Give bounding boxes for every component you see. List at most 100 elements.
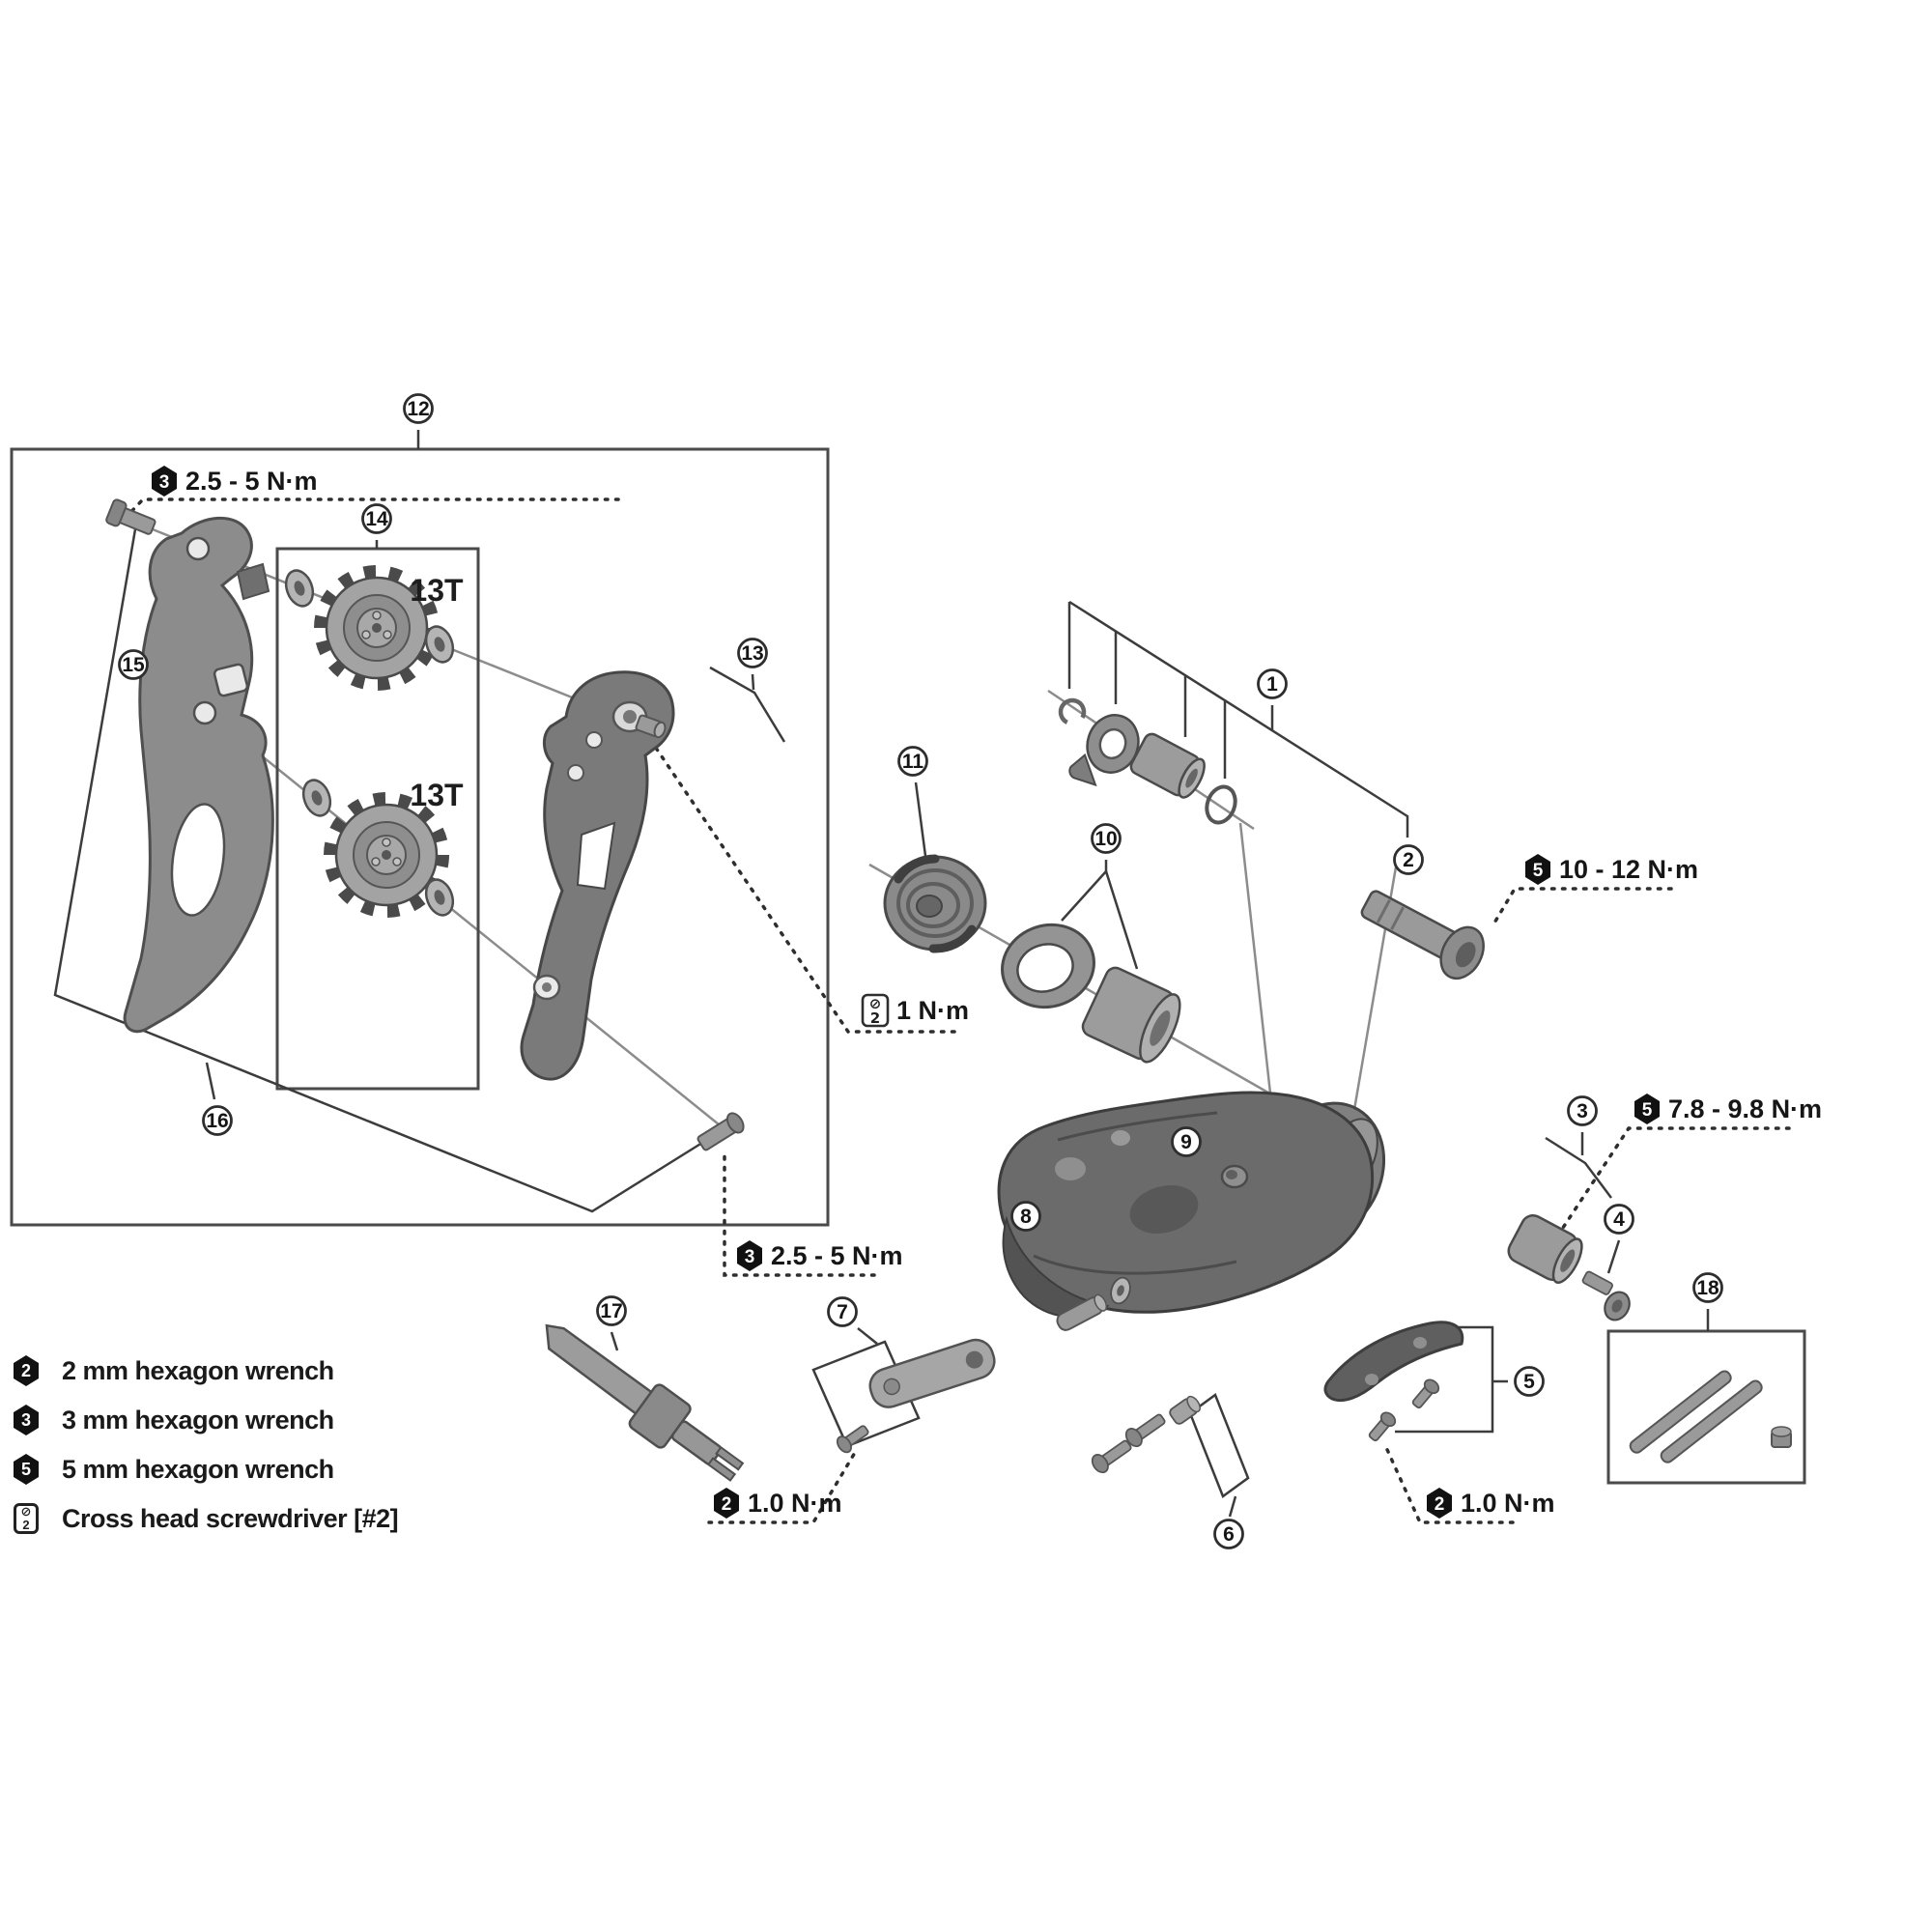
hex-wrench-icon: 3 xyxy=(14,1405,39,1435)
callout-14: 14 xyxy=(361,503,392,534)
ring-bushing xyxy=(1081,966,1181,1064)
svg-text:13: 13 xyxy=(741,642,763,665)
torque-label-3: 5 10 - 12 N·m xyxy=(1525,854,1698,885)
tension-ring xyxy=(1001,923,1095,1009)
group-frames xyxy=(10,447,1806,1485)
link-pin xyxy=(1056,1274,1135,1331)
callout-1: 1 xyxy=(1257,668,1288,699)
torque-label-0: 3 2.5 - 5 N·m xyxy=(152,466,318,497)
svg-text:2: 2 xyxy=(1403,849,1414,871)
callout-9: 9 xyxy=(1171,1126,1202,1157)
link-screw xyxy=(836,1425,869,1454)
svg-text:⊘: ⊘ xyxy=(869,995,882,1012)
inner-plate xyxy=(123,516,274,1034)
torque-label-1: 3 2.5 - 5 N·m xyxy=(737,1240,903,1271)
callout-16: 16 xyxy=(202,1105,233,1136)
svg-text:6: 6 xyxy=(1223,1523,1235,1546)
torque-label-4: 5 7.8 - 9.8 N·m xyxy=(1634,1094,1822,1124)
hex-wrench-icon: 2 xyxy=(1435,1494,1445,1515)
svg-text:9: 9 xyxy=(1180,1131,1192,1153)
torque-label-6: 2 1.0 N·m xyxy=(1427,1488,1555,1519)
svg-text:5: 5 xyxy=(1523,1371,1535,1393)
stopper-screws xyxy=(1091,1395,1201,1474)
legend-label: 3 mm hexagon wrench xyxy=(62,1405,334,1435)
svg-text:4: 4 xyxy=(1613,1208,1625,1231)
outer-link-arm xyxy=(836,1338,996,1454)
cross-head-screwdriver-icon: ⊘2 xyxy=(14,1503,39,1534)
upper-pulley-teeth-label: 13T xyxy=(410,573,464,608)
pin-kit-box xyxy=(1606,1329,1806,1485)
cage-stop-tool xyxy=(545,1323,745,1482)
hex-wrench-icon: 5 xyxy=(14,1454,39,1485)
callout-8: 8 xyxy=(1010,1201,1041,1232)
plate-bolt-upper xyxy=(105,498,156,535)
svg-text:2.5 - 5 N·m: 2.5 - 5 N·m xyxy=(185,467,318,496)
legend-label: Cross head screwdriver [#2] xyxy=(62,1503,399,1533)
snap-ring xyxy=(1058,697,1087,726)
callout-11: 11 xyxy=(897,746,928,777)
svg-text:1.0 N·m: 1.0 N·m xyxy=(748,1489,842,1518)
hex-wrench-icon: 2 xyxy=(722,1494,732,1515)
b-axle-bolt xyxy=(1360,890,1485,980)
callout-15: 15 xyxy=(118,649,149,680)
svg-text:14: 14 xyxy=(365,508,388,530)
legend-label: 2 mm hexagon wrench xyxy=(62,1355,334,1385)
legend-item: ⊘2 Cross head screwdriver [#2] xyxy=(14,1502,399,1535)
hex-wrench-icon: 3 xyxy=(745,1247,755,1267)
outer-plate-frame xyxy=(53,528,719,1213)
callout-7: 7 xyxy=(827,1296,858,1327)
o-ring xyxy=(1205,784,1237,825)
callout-5: 5 xyxy=(1514,1366,1545,1397)
svg-text:17: 17 xyxy=(600,1300,622,1322)
link-assembly-box xyxy=(10,447,830,1227)
svg-text:7: 7 xyxy=(837,1301,848,1323)
svg-text:16: 16 xyxy=(206,1110,228,1132)
outer-plate xyxy=(520,670,675,1081)
spring-cover xyxy=(883,854,987,953)
lower-pulley-teeth-label: 13T xyxy=(410,778,464,812)
fixing-bolt-plate xyxy=(1581,1270,1631,1321)
callout-12: 12 xyxy=(403,393,434,424)
svg-text:11: 11 xyxy=(902,751,924,773)
bracket-bearing xyxy=(1068,714,1140,787)
callout-3: 3 xyxy=(1567,1095,1598,1126)
plate-bolt-lower xyxy=(696,1112,745,1151)
callout-17: 17 xyxy=(596,1295,627,1326)
hex-wrench-icon: 3 xyxy=(159,472,170,493)
adjust-plug xyxy=(1220,1164,1249,1189)
callout-10: 10 xyxy=(1091,823,1122,854)
skid-plate xyxy=(1323,1321,1464,1442)
svg-text:8: 8 xyxy=(1020,1206,1032,1228)
cross-head-screwdriver-icon xyxy=(861,993,890,1028)
pin-kit xyxy=(1629,1370,1792,1463)
svg-text:10 - 12 N·m: 10 - 12 N·m xyxy=(1559,855,1698,884)
svg-text:3: 3 xyxy=(1577,1100,1588,1122)
legend-item: 3 3 mm hexagon wrench xyxy=(14,1404,398,1436)
svg-text:10: 10 xyxy=(1094,828,1117,850)
bracket-axle-unit xyxy=(1058,697,1237,825)
assembly-axes xyxy=(123,516,1401,1155)
pulley-washer xyxy=(298,775,336,821)
legend-item: 5 5 mm hexagon wrench xyxy=(14,1453,398,1486)
hex-wrench-icon: 5 xyxy=(1533,861,1544,881)
legend-label: 5 mm hexagon wrench xyxy=(62,1454,334,1484)
derailleur-body xyxy=(997,1091,1386,1319)
svg-text:15: 15 xyxy=(122,654,145,676)
svg-text:1.0 N·m: 1.0 N·m xyxy=(1461,1489,1555,1518)
hex-wrench-icon: 5 xyxy=(1642,1100,1653,1121)
pulley-washer xyxy=(280,565,319,611)
cable-boot xyxy=(1507,1213,1583,1284)
svg-text:1: 1 xyxy=(1266,673,1278,696)
callout-13: 13 xyxy=(737,638,768,668)
callout-18: 18 xyxy=(1692,1272,1723,1303)
axle-bushing xyxy=(1129,732,1206,799)
svg-text:2.5 - 5 N·m: 2.5 - 5 N·m xyxy=(771,1241,903,1270)
svg-text:2: 2 xyxy=(870,1009,880,1027)
svg-text:12: 12 xyxy=(407,398,429,420)
svg-text:7.8 - 9.8 N·m: 7.8 - 9.8 N·m xyxy=(1668,1094,1822,1123)
callout-4: 4 xyxy=(1604,1204,1634,1235)
